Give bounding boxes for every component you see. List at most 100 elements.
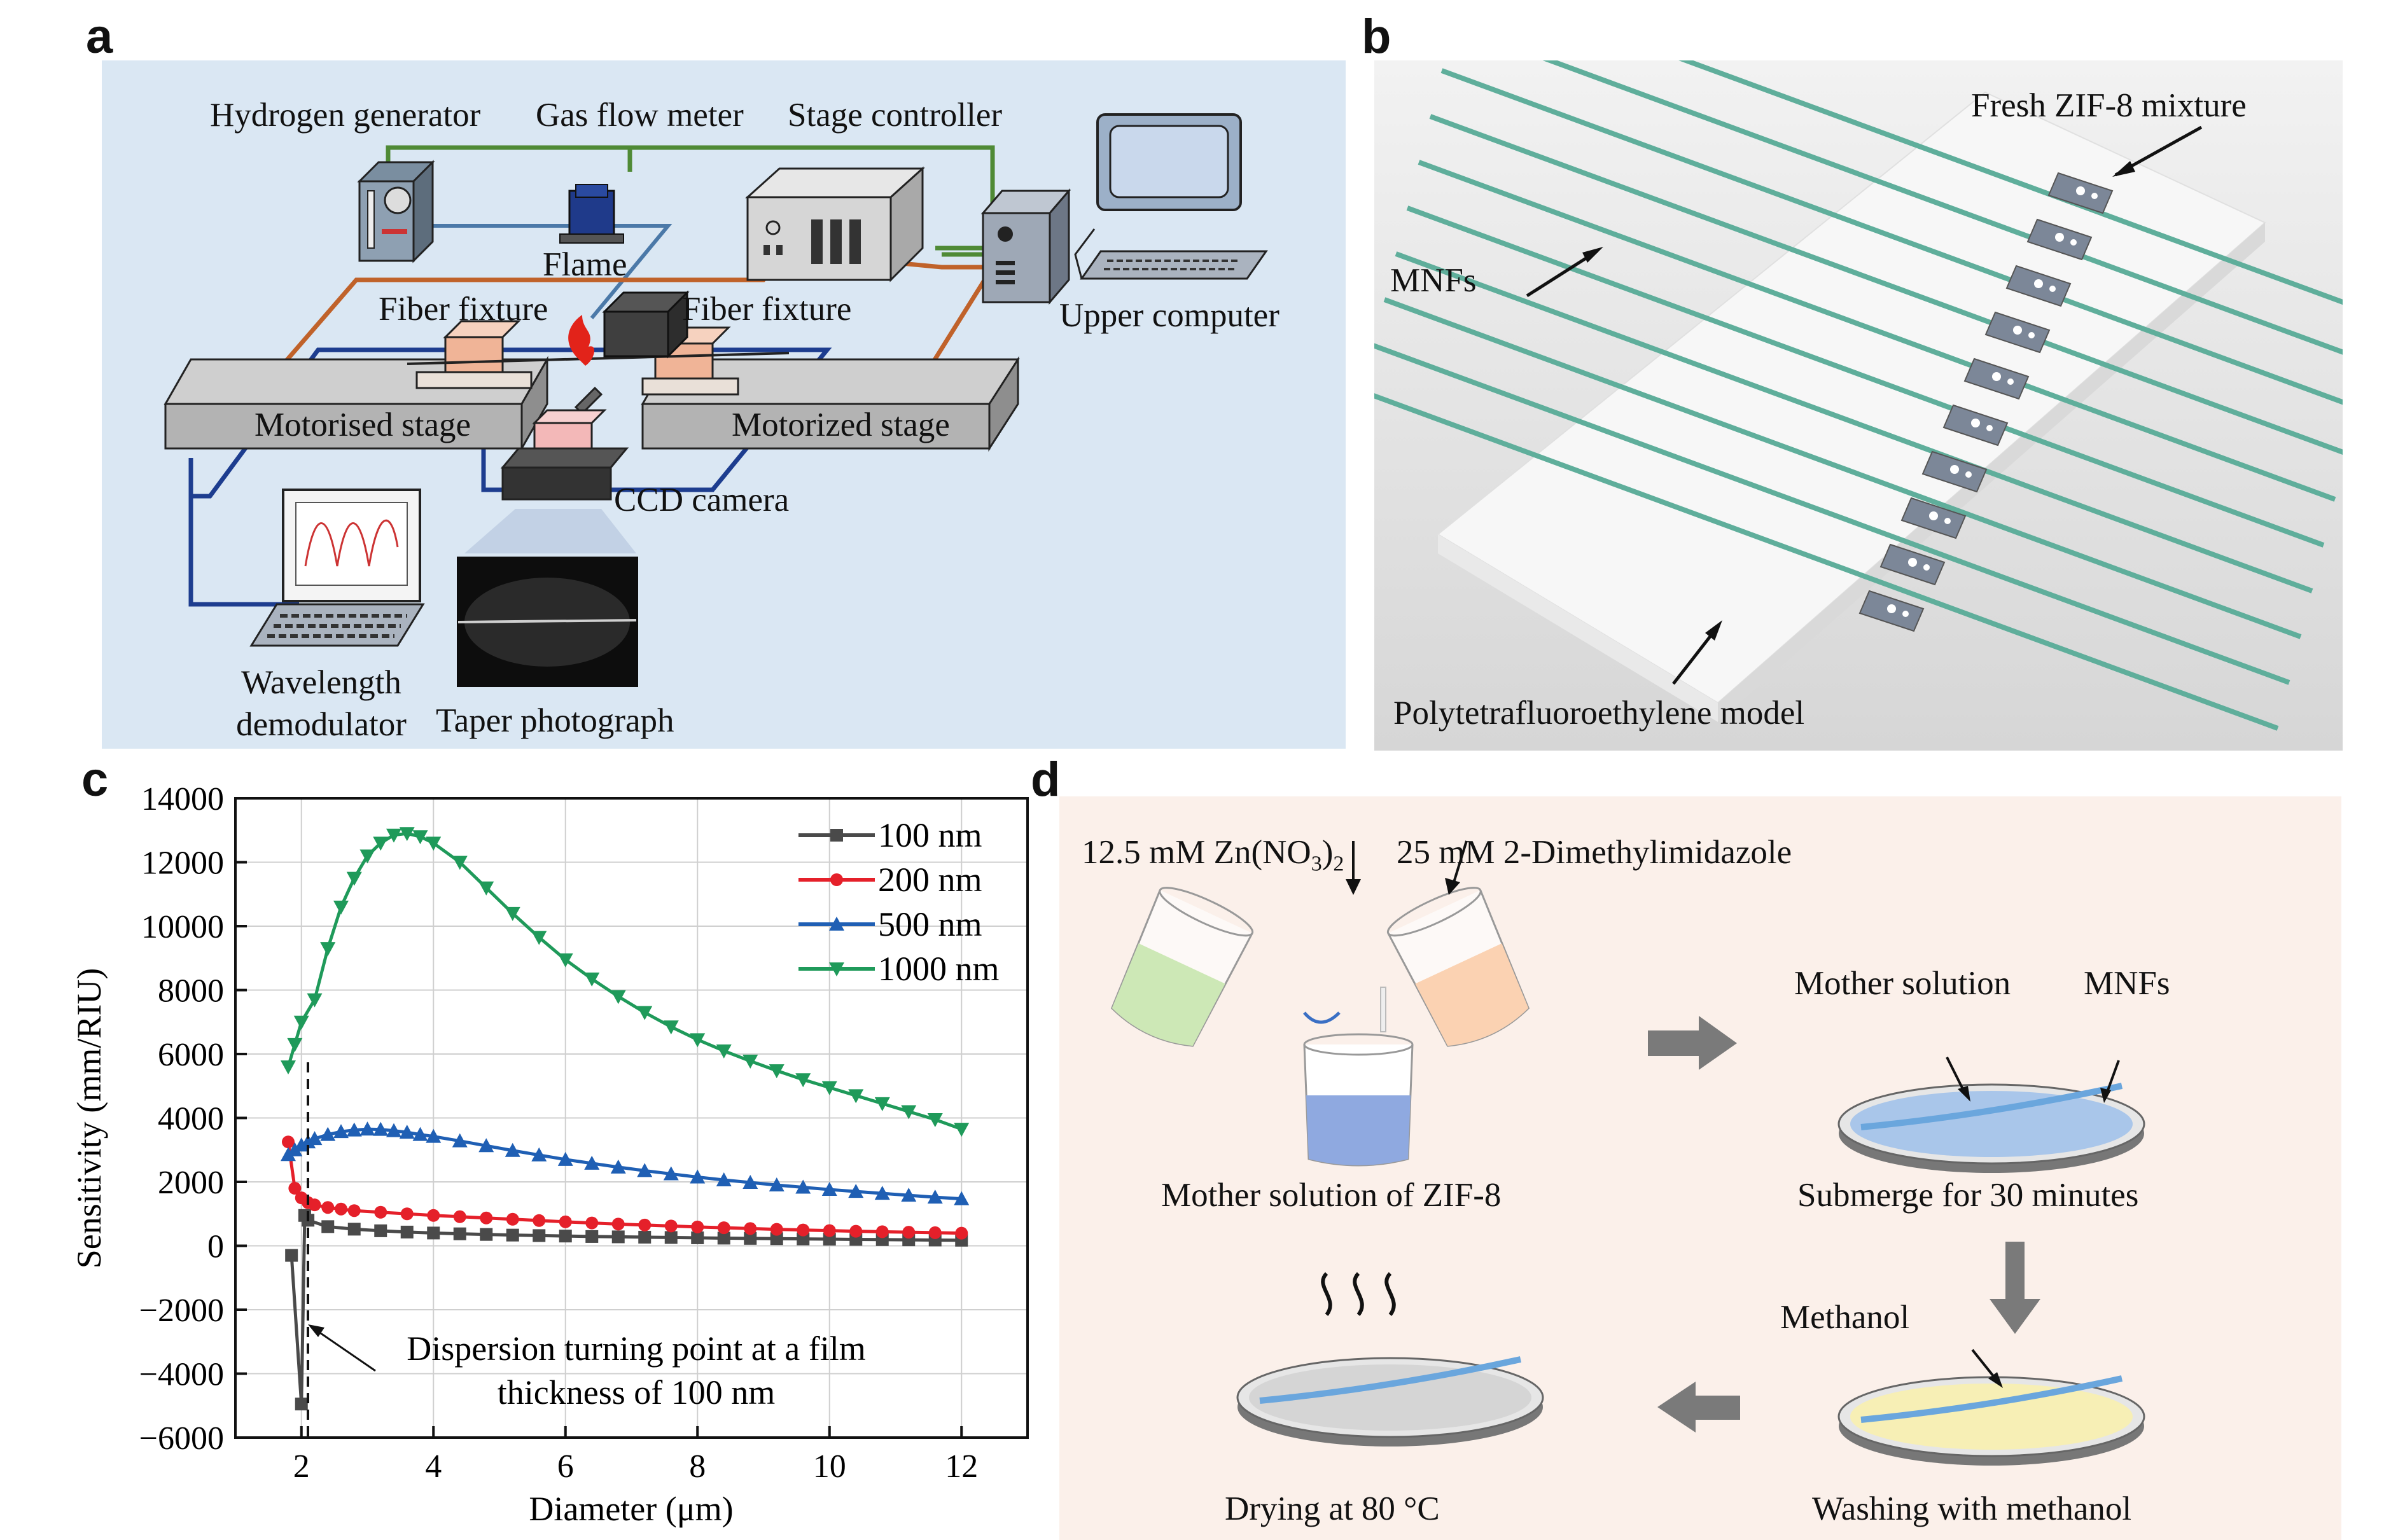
legend-label: 100 nm: [878, 816, 982, 854]
data-point-200-nm: [664, 1219, 678, 1233]
data-point-500-nm: [927, 1190, 943, 1204]
data-point-1000-nm: [848, 1089, 864, 1104]
submerge-dish-icon: [1837, 1083, 2145, 1173]
data-point-200-nm: [797, 1223, 810, 1237]
data-point-500-nm: [531, 1147, 547, 1162]
data-point-1000-nm: [795, 1073, 811, 1088]
data-point-200-nm: [321, 1201, 335, 1214]
legend-marker: [829, 917, 844, 931]
data-point-1000-nm: [821, 1081, 837, 1095]
data-point-1000-nm: [874, 1097, 890, 1111]
signal-line-right: [481, 347, 832, 492]
data-point-500-nm: [610, 1159, 626, 1174]
label-mnfs-d: MNFs: [2084, 965, 2170, 1002]
data-point-200-nm: [335, 1202, 347, 1216]
hydrogen-generator-icon: [357, 160, 435, 263]
data-point-200-nm: [955, 1226, 968, 1240]
data-point-100-nm: [559, 1230, 572, 1243]
data-point-100-nm: [797, 1232, 810, 1245]
panel-d-letter: d: [1031, 753, 1061, 807]
data-point-500-nm: [874, 1186, 890, 1200]
data-point-200-nm: [400, 1207, 414, 1221]
label-washing: Washing with methanol: [1812, 1490, 2132, 1527]
zn-prefix: 12.5 mM Zn(NO: [1082, 834, 1311, 871]
label-zn-nitrate: 12.5 mM Zn(NO3)2: [1082, 836, 1344, 875]
data-point-500-nm: [373, 1121, 389, 1136]
zif8-well: [1879, 543, 1946, 586]
label-fresh-zif8: Fresh ZIF-8 mixture: [1971, 87, 2247, 124]
stage-controller-icon: [745, 166, 925, 282]
data-point-500-nm: [333, 1124, 349, 1139]
data-point-500-nm: [901, 1188, 917, 1202]
zif8-well: [1963, 357, 2030, 400]
legend-item-200-nm: 200 nm: [798, 861, 982, 899]
x-tick-label: 6: [557, 1448, 574, 1485]
motorised-stage-left: [164, 356, 549, 452]
data-point-100-nm: [321, 1220, 335, 1233]
data-point-200-nm: [347, 1204, 361, 1217]
label-ccd-camera: CCD camera: [614, 482, 790, 518]
mnf-fiber: [1440, 68, 2343, 405]
data-point-500-nm: [452, 1133, 468, 1148]
label-ptfe-model: Polytetrafluoroethylene model: [1393, 695, 1805, 732]
data-point-100-nm: [664, 1231, 678, 1244]
y-tick-label: 4000: [158, 1101, 224, 1137]
data-point-1000-nm: [452, 856, 468, 870]
data-point-1000-nm: [584, 972, 600, 987]
label-fiber-fixture-left: Fiber fixture: [379, 291, 548, 328]
data-point-500-nm: [584, 1155, 600, 1170]
data-point-500-nm: [690, 1169, 706, 1184]
data-point-500-nm: [359, 1121, 375, 1136]
setup-diagram: [164, 113, 1268, 687]
data-point-100-nm: [691, 1231, 704, 1244]
data-point-200-nm: [823, 1224, 836, 1237]
mnf-fiber: [1374, 393, 2279, 731]
data-point-1000-nm: [505, 906, 520, 921]
data-point-100-nm: [717, 1231, 730, 1245]
data-point-1000-nm: [531, 931, 547, 945]
data-point-100-nm: [285, 1249, 298, 1262]
data-point-500-nm: [426, 1128, 442, 1143]
data-point-200-nm: [611, 1217, 625, 1231]
data-point-1000-nm: [716, 1044, 732, 1058]
annotation-line2: thickness of 100 nm: [498, 1373, 775, 1412]
mnf-fiber: [1406, 205, 2325, 548]
y-tick-label: 2000: [158, 1165, 224, 1201]
y-tick-label: 6000: [158, 1037, 224, 1073]
annotation-line1: Dispersion turning point at a film: [407, 1329, 865, 1368]
data-point-1000-nm: [927, 1113, 943, 1128]
data-point-1000-nm: [281, 1060, 296, 1075]
data-point-100-nm: [480, 1228, 493, 1241]
data-point-200-nm: [585, 1216, 599, 1230]
zif8-well: [2005, 265, 2072, 307]
process-arrow-left: [1657, 1382, 1740, 1432]
zif8-well: [1858, 590, 1925, 632]
data-point-500-nm: [663, 1166, 679, 1181]
x-tick-label: 12: [945, 1448, 978, 1485]
data-point-100-nm: [533, 1229, 546, 1242]
data-point-200-nm: [559, 1215, 572, 1228]
data-point-200-nm: [902, 1226, 916, 1239]
data-point-100-nm: [453, 1227, 466, 1240]
legend-marker: [830, 873, 843, 886]
label-motorized-stage: Motorized stage: [732, 406, 950, 443]
series-line-500-nm: [287, 1127, 962, 1201]
data-point-1000-nm: [320, 942, 336, 957]
data-point-100-nm: [611, 1230, 625, 1244]
data-point-500-nm: [399, 1125, 415, 1139]
data-point-1000-nm: [386, 828, 401, 843]
hydrogen-line: [426, 224, 673, 319]
label-hydrogen-generator: Hydrogen generator: [210, 97, 481, 134]
legend-marker: [830, 829, 843, 842]
data-point-200-nm: [374, 1205, 387, 1219]
data-point-500-nm: [557, 1151, 573, 1166]
zn-sub2: 2: [1333, 852, 1344, 876]
data-point-500-nm: [848, 1184, 864, 1198]
data-point-1000-nm: [333, 900, 349, 915]
data-point-200-nm: [480, 1211, 493, 1224]
data-point-500-nm: [320, 1127, 336, 1141]
dmim-beaker-icon: [1386, 887, 1530, 1047]
mnf-fiber: [1374, 343, 2290, 685]
data-point-200-nm: [427, 1209, 440, 1222]
mother-solution-beaker-icon: [1303, 1033, 1414, 1167]
